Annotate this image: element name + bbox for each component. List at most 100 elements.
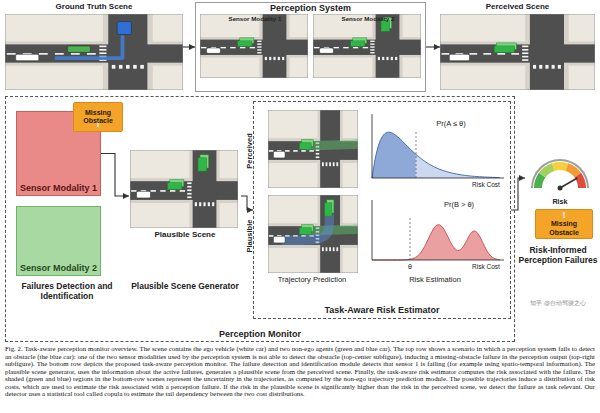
- detection-box: [300, 143, 312, 150]
- trajectory-shade: [282, 215, 330, 241]
- scene-border: [5, 14, 183, 90]
- density-area: [372, 225, 500, 260]
- lane-dash: [363, 47, 368, 48]
- ego-car: [16, 54, 39, 60]
- ego-car: [273, 151, 285, 158]
- crosswalk-stripe: [336, 247, 338, 251]
- axis-label: Risk Cost: [466, 181, 506, 188]
- lane-dash: [353, 47, 358, 48]
- ground: [313, 14, 421, 78]
- lane-dash: [39, 53, 48, 55]
- crosswalk-stripe: [370, 43, 374, 44]
- flow-arrow: [426, 46, 440, 47]
- road: [193, 150, 217, 228]
- ego-car: [273, 236, 285, 243]
- warning-callout: !Missing Obstacle: [535, 209, 593, 239]
- node-text: Sensor Modality 2: [314, 15, 422, 90]
- ground: [440, 14, 595, 90]
- lane-dash: [293, 150, 298, 152]
- scene-panel: Perceived: [258, 112, 362, 190]
- crosswalk-stripe: [522, 56, 528, 58]
- lane-dash: [131, 190, 136, 192]
- crosswalk-stripe: [187, 186, 191, 188]
- flow-arrow: [241, 196, 253, 210]
- probability-label: Pr(B > θ): [428, 201, 490, 210]
- detection-box: [494, 46, 514, 52]
- crosswalk-stripe: [522, 52, 528, 54]
- scene-panel: Ground Truth Scene: [5, 2, 183, 92]
- lane-dash: [71, 53, 80, 55]
- scene-panel: Plausible Scene: [129, 151, 241, 241]
- monitor-box: Perception Monitor Sensor Modality 1 !Miss…: [5, 96, 515, 342]
- lane-dash: [250, 47, 255, 48]
- crosswalk-stripe: [282, 57, 284, 60]
- watermark: 知乎 @自动驾驶之心: [518, 300, 598, 307]
- threshold-label: θ: [404, 263, 416, 271]
- crosswalk-stripe: [522, 49, 528, 51]
- lane-dash: [314, 47, 319, 48]
- gauge-needle: [560, 178, 577, 188]
- node-text: Perception Monitor: [6, 329, 514, 339]
- lane-dash: [269, 235, 274, 237]
- density-curve: [372, 225, 500, 260]
- gauge-segment: [539, 163, 554, 177]
- lane-dash: [7, 53, 16, 55]
- crosswalk-stripe: [386, 57, 388, 60]
- lane-dash: [221, 47, 226, 48]
- crosswalk-stripe: [265, 57, 267, 60]
- gauge-ring: [531, 159, 589, 188]
- node-text: Plausible: [246, 187, 282, 285]
- gauge-hub: [558, 186, 563, 191]
- tail-area: [372, 132, 416, 178]
- risk-gauge: Risk: [525, 150, 595, 206]
- crosswalk-stripe: [391, 57, 393, 60]
- section-label: Failures Detection and Identification: [8, 282, 126, 302]
- road-scene: [130, 150, 238, 228]
- crosswalk-stripe: [326, 162, 328, 166]
- flow-arrow: [183, 46, 195, 47]
- node-text: Sensor Modality 2: [17, 263, 100, 273]
- lane-dash: [160, 190, 165, 192]
- crosswalk-stripe: [208, 202, 210, 206]
- detection-box: [351, 41, 365, 46]
- lane-dash: [442, 53, 450, 55]
- threshold-line: [416, 132, 417, 178]
- lane-dash: [497, 53, 505, 55]
- ego-car: [319, 48, 333, 53]
- scene-border: [268, 110, 358, 188]
- crosswalk-stripe: [370, 46, 374, 47]
- lane-dash: [151, 190, 156, 192]
- density-area: [372, 132, 500, 178]
- crosswalk-stripe: [382, 57, 384, 60]
- crosswalk-stripe: [336, 162, 338, 166]
- axes: [372, 114, 504, 178]
- tail-area: [410, 225, 500, 260]
- scene-panel: Plausible: [258, 197, 362, 275]
- crosswalk-stripe: [99, 52, 106, 54]
- road-scene: [313, 14, 421, 78]
- node-text: Perceived Scene: [440, 2, 595, 11]
- crosswalk-stripe: [187, 196, 191, 198]
- crosswalk-stripe: [203, 202, 205, 206]
- figure-caption: Fig. 2. Task-aware perception monitor ov…: [5, 345, 595, 398]
- lane-dash: [285, 150, 290, 152]
- sidewalk: [5, 41, 183, 65]
- node-text: Missing Obstacle: [76, 109, 120, 125]
- ground: [200, 14, 308, 78]
- crosswalk-stripe: [269, 57, 271, 60]
- node-text: Sensor Modality 1: [17, 183, 100, 193]
- warning-callout: !Missing Obstacle: [73, 102, 123, 132]
- crosswalk-stripe: [126, 65, 130, 69]
- scene-panel: Perceived Scene: [440, 2, 595, 92]
- node-text: Sensor Modality 1: [201, 15, 309, 90]
- lane-dash: [230, 47, 235, 48]
- crosswalk-stripe: [316, 153, 320, 155]
- sidewalk: [372, 14, 402, 78]
- crosswalk-stripe: [112, 65, 116, 69]
- risk-chart: [372, 114, 504, 178]
- sensor-box: Sensor Modality 2: [16, 206, 101, 276]
- road: [440, 44, 595, 62]
- crosswalk-stripe: [99, 49, 106, 51]
- crosswalk-stripe: [316, 156, 320, 158]
- sidewalk: [103, 14, 153, 90]
